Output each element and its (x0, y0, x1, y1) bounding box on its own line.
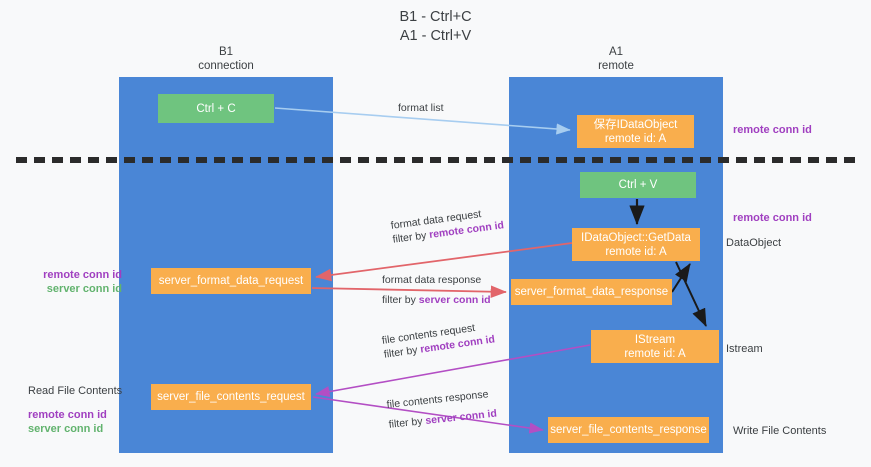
node-server-file-contents-response[interactable]: server_file_contents_response (548, 417, 709, 443)
lane-a1-name: A1 (608, 46, 624, 58)
annotation-left-read-file-contents-group: Read File Contents remote conn id server… (28, 384, 138, 436)
node-server-format-data-request-label: server_format_data_request (158, 275, 304, 287)
annotation-right-istream: Istream (726, 343, 763, 355)
annotation-right-remote-conn-id-mid: remote conn id (733, 212, 812, 224)
lane-b1-name: B1 (218, 46, 234, 58)
edge-label-fcresp-filter-prefix: filter by (388, 415, 427, 431)
node-istream-line2: remote id: A (624, 347, 686, 360)
node-istream-line1: IStream (634, 333, 676, 346)
edge-label-fdresp-filter: filter by server conn id (382, 287, 491, 307)
node-server-format-data-request[interactable]: server_format_data_request (151, 268, 311, 294)
edge-label-format-data-response: format data response filter by server co… (382, 273, 491, 307)
node-ctrl-v[interactable]: Ctrl + V (580, 172, 696, 198)
edge-label-file-contents-response: file contents response filter by server … (386, 387, 498, 432)
node-server-format-data-response[interactable]: server_format_data_response (511, 279, 672, 305)
edge-label-format-data-request: format data request filter by remote con… (390, 204, 505, 246)
title-line-2: A1 - Ctrl+V (399, 28, 472, 44)
node-ctrl-c[interactable]: Ctrl + C (158, 94, 274, 123)
node-save-idataobject-line1: 保存IDataObject (593, 118, 678, 131)
lane-b1-subtitle: connection (198, 59, 254, 72)
annotation-left-conn-ids-mid: remote conn id server conn id (22, 268, 122, 296)
annotation-right-remote-conn-id-top: remote conn id (733, 124, 812, 136)
edge-label-fdresp-filter-prefix: filter by (382, 294, 419, 306)
lane-a1-subtitle: remote (598, 59, 634, 72)
phase-divider (16, 157, 855, 163)
annotation-left-remote-conn-id-mid: remote conn id (43, 269, 122, 281)
node-idataobject-getdata[interactable]: IDataObject::GetData remote id: A (572, 228, 700, 261)
node-getdata-line2: remote id: A (605, 245, 667, 258)
node-save-idataobject-line2: remote id: A (604, 132, 667, 145)
node-getdata-line1: IDataObject::GetData (581, 231, 691, 244)
annotation-left-read-file-contents: Read File Contents (28, 385, 123, 397)
node-server-file-contents-response-label: server_file_contents_response (550, 424, 707, 436)
lane-header-b1: B1 connection (119, 46, 333, 73)
annotation-right-dataobject: DataObject (726, 237, 782, 249)
title-line-1: B1 - Ctrl+C (399, 9, 472, 25)
node-server-file-contents-request-label: server_file_contents_request (157, 391, 305, 403)
edge-label-fdresp-line1: format data response (382, 274, 482, 286)
node-server-file-contents-request[interactable]: server_file_contents_request (151, 384, 311, 410)
edge-label-fcreq-filter-prefix: filter by (383, 343, 422, 361)
lane-header-a1: A1 remote (509, 46, 723, 73)
edge-label-fdresp-filter-key: server conn id (418, 294, 491, 306)
node-save-idataobject[interactable]: 保存IDataObject remote id: A (577, 115, 694, 148)
node-server-format-data-response-label: server_format_data_response (514, 286, 669, 298)
edge-label-format-list-text: format list (398, 102, 444, 114)
annotation-left-remote-conn-id-bottom: remote conn id (28, 409, 107, 421)
edge-label-fcresp-filter-key: server conn id (424, 407, 498, 427)
annotation-left-server-conn-id-bottom: server conn id (28, 423, 104, 435)
annotation-left-server-conn-id-mid: server conn id (46, 283, 122, 295)
node-istream[interactable]: IStream remote id: A (591, 330, 719, 363)
page-title: B1 - Ctrl+C A1 - Ctrl+V (0, 8, 871, 46)
node-ctrl-v-label: Ctrl + V (618, 179, 658, 191)
edge-label-format-list: format list (398, 101, 444, 115)
edge-label-file-contents-request: file contents request filter by remote c… (381, 318, 496, 361)
node-ctrl-c-label: Ctrl + C (196, 102, 236, 115)
edge-label-fdreq-filter-prefix: filter by (391, 229, 430, 246)
annotation-right-write-file-contents: Write File Contents (733, 425, 827, 437)
